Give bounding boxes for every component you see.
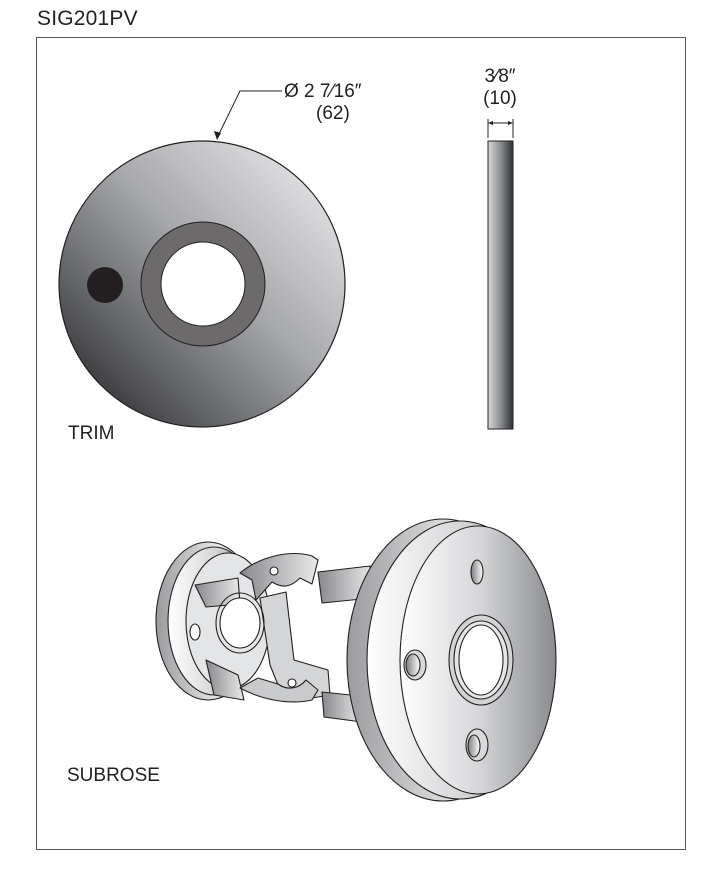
model-number-title: SIG201PV (37, 7, 138, 30)
drawing-frame (36, 37, 686, 850)
trim-side-profile (487, 140, 514, 430)
diameter-dimension-label: Ø 2 7⁄16″ (62) (284, 81, 384, 125)
thickness-dimension (487, 119, 514, 138)
trim-disc-front-view (58, 140, 346, 428)
thickness-metric: (10) (483, 88, 517, 109)
thickness-dimension-label: 3⁄8″ (10) (468, 66, 532, 110)
subrose-assembly (155, 518, 557, 802)
diameter-imperial: Ø 2 7⁄16″ (284, 81, 362, 102)
trim-label: TRIM (68, 423, 115, 444)
subrose-label: SUBROSE (67, 765, 160, 786)
diameter-leader (214, 90, 282, 140)
diameter-metric: (62) (316, 103, 350, 124)
thickness-imperial: 3⁄8″ (484, 66, 516, 87)
